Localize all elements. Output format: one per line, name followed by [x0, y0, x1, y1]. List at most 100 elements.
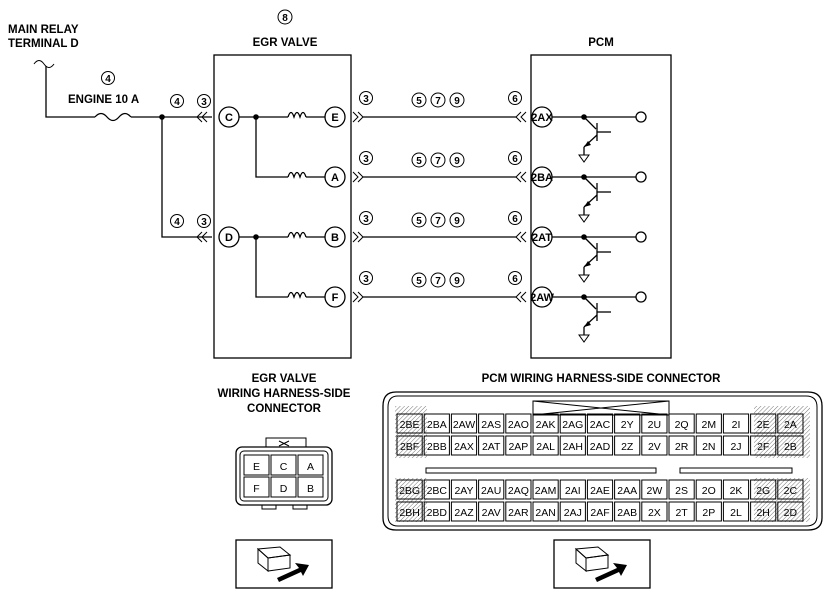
svg-text:2B: 2B [784, 441, 797, 453]
pcm-connector-cell: 2AL [532, 435, 559, 456]
pcm-connector-cell: 2BC [423, 479, 450, 500]
svg-text:2A: 2A [784, 419, 797, 431]
pcm-connector-ref-badge: 6 [508, 211, 522, 225]
svg-text:2G: 2G [756, 485, 770, 497]
pcm-connector-cell: 2AB [614, 501, 641, 522]
svg-text:2AV: 2AV [482, 507, 501, 519]
svg-text:8: 8 [282, 13, 288, 24]
svg-text:2F: 2F [757, 441, 769, 453]
pcm-connector-cell: 2AK [532, 413, 559, 434]
wire-ref-badge-a: 5 [411, 212, 427, 228]
svg-text:6: 6 [512, 274, 518, 285]
svg-text:2AL: 2AL [536, 441, 555, 453]
pcm-connector-cell: 2D [777, 501, 804, 522]
egr-connector-ref-badge-right-f: 3 [359, 271, 373, 285]
pcm-connector-cell: 2AQ [505, 479, 532, 500]
egr-connector-ref-badge-right-b: 3 [359, 211, 373, 225]
svg-text:B: B [307, 483, 314, 495]
pcm-connector-cell: 2AC [586, 413, 614, 434]
pcm-title: PCM [588, 37, 614, 49]
pcm-box [530, 54, 672, 359]
pcm-connector-cell: 2O [695, 479, 722, 500]
pcm-connector-cell: 2AS [478, 413, 505, 434]
svg-text:9: 9 [454, 156, 460, 167]
svg-text:2AC: 2AC [590, 419, 611, 431]
pcm-connector-cell: 2Y [614, 413, 641, 434]
fuse-label: ENGINE 10 A [68, 94, 139, 106]
svg-text:2W: 2W [647, 485, 663, 497]
wire-ref-badge-b: 7 [430, 212, 446, 228]
egr-connector-ref-badge-right-e: 3 [359, 91, 373, 105]
pcm-connector-cell: 2AH [559, 435, 586, 456]
svg-text:2AS: 2AS [481, 419, 501, 431]
wire-ref-badge-c: 9 [449, 212, 465, 228]
pcm-connector-cell: 2E [750, 413, 777, 434]
svg-text:7: 7 [435, 96, 441, 107]
pcm-connector-cell: 2AT [478, 435, 505, 456]
pcm-connector-cell: 2AN [532, 501, 559, 522]
svg-text:5: 5 [416, 216, 422, 227]
pcm-connector-ref-badge: 6 [508, 271, 522, 285]
pcm-connector-cell: 2H [750, 501, 777, 522]
pcm-connector-cell: 2AF [586, 501, 614, 522]
wire-d-ref-badge: 4 [170, 214, 184, 228]
svg-text:2AW: 2AW [530, 292, 554, 304]
pcm-connector-cell: 2X [641, 501, 668, 522]
svg-text:2AG: 2AG [562, 419, 583, 431]
pcm-connector-cell: 2F [750, 435, 777, 456]
svg-text:2S: 2S [675, 485, 688, 497]
svg-text:2AO: 2AO [508, 419, 529, 431]
pcm-connector-cell: 2N [695, 435, 722, 456]
wire-ref-badge-c: 9 [449, 92, 465, 108]
svg-text:E: E [331, 112, 338, 124]
svg-text:7: 7 [435, 276, 441, 287]
pcm-connector-cell: 2S [668, 479, 695, 500]
egr-connector-ref-badge-left-d: 3 [197, 214, 211, 228]
svg-text:4: 4 [105, 74, 111, 85]
svg-text:2AX: 2AX [531, 112, 553, 124]
fuse-icon [94, 112, 132, 122]
pcm-connector-cell: 2V [641, 435, 668, 456]
svg-text:3: 3 [201, 217, 207, 228]
wire-ref-badge-a: 5 [411, 152, 427, 168]
svg-text:2U: 2U [648, 419, 661, 431]
egr-connector-title-3: CONNECTOR [247, 403, 322, 415]
svg-text:2I: 2I [732, 419, 741, 431]
wire-c-ref-badge: 4 [170, 94, 184, 108]
egr-connector-title-1: EGR VALVE [252, 373, 317, 385]
egr-connector-view-icon [235, 539, 333, 589]
transistor-icon [578, 236, 611, 283]
svg-text:3: 3 [363, 274, 369, 285]
wire-ref-badge-a: 5 [411, 272, 427, 288]
svg-text:2R: 2R [675, 441, 689, 453]
wire-ref-badge-c: 9 [449, 152, 465, 168]
egr-pin-d: D [218, 226, 240, 248]
svg-text:6: 6 [512, 154, 518, 165]
pcm-connector-cell: 2G [750, 479, 777, 500]
pcm-connector-cell: 2J [722, 435, 750, 456]
pcm-connector-cell: 2Q [668, 413, 695, 434]
svg-text:2BD: 2BD [427, 507, 448, 519]
pcm-connector-cell: 2AZ [450, 501, 478, 522]
pcm-connector-cell: 2AO [505, 413, 532, 434]
svg-text:4: 4 [174, 97, 180, 108]
svg-text:2AW: 2AW [453, 419, 475, 431]
egr-pin-f: F [324, 286, 346, 308]
svg-text:2BA: 2BA [531, 172, 553, 184]
svg-text:2M: 2M [702, 419, 717, 431]
svg-text:5: 5 [416, 276, 422, 287]
egr-pin-b: B [324, 226, 346, 248]
svg-text:3: 3 [363, 94, 369, 105]
svg-text:2N: 2N [702, 441, 715, 453]
svg-text:2BC: 2BC [427, 485, 448, 497]
wire-ref-badge-a: 5 [411, 92, 427, 108]
pcm-connector-cell: 2AE [586, 479, 614, 500]
svg-text:2AR: 2AR [508, 507, 529, 519]
svg-text:C: C [280, 461, 288, 473]
transistor-icon [578, 116, 611, 163]
pcm-connector-cell: 2AX [450, 435, 478, 456]
svg-text:9: 9 [454, 216, 460, 227]
